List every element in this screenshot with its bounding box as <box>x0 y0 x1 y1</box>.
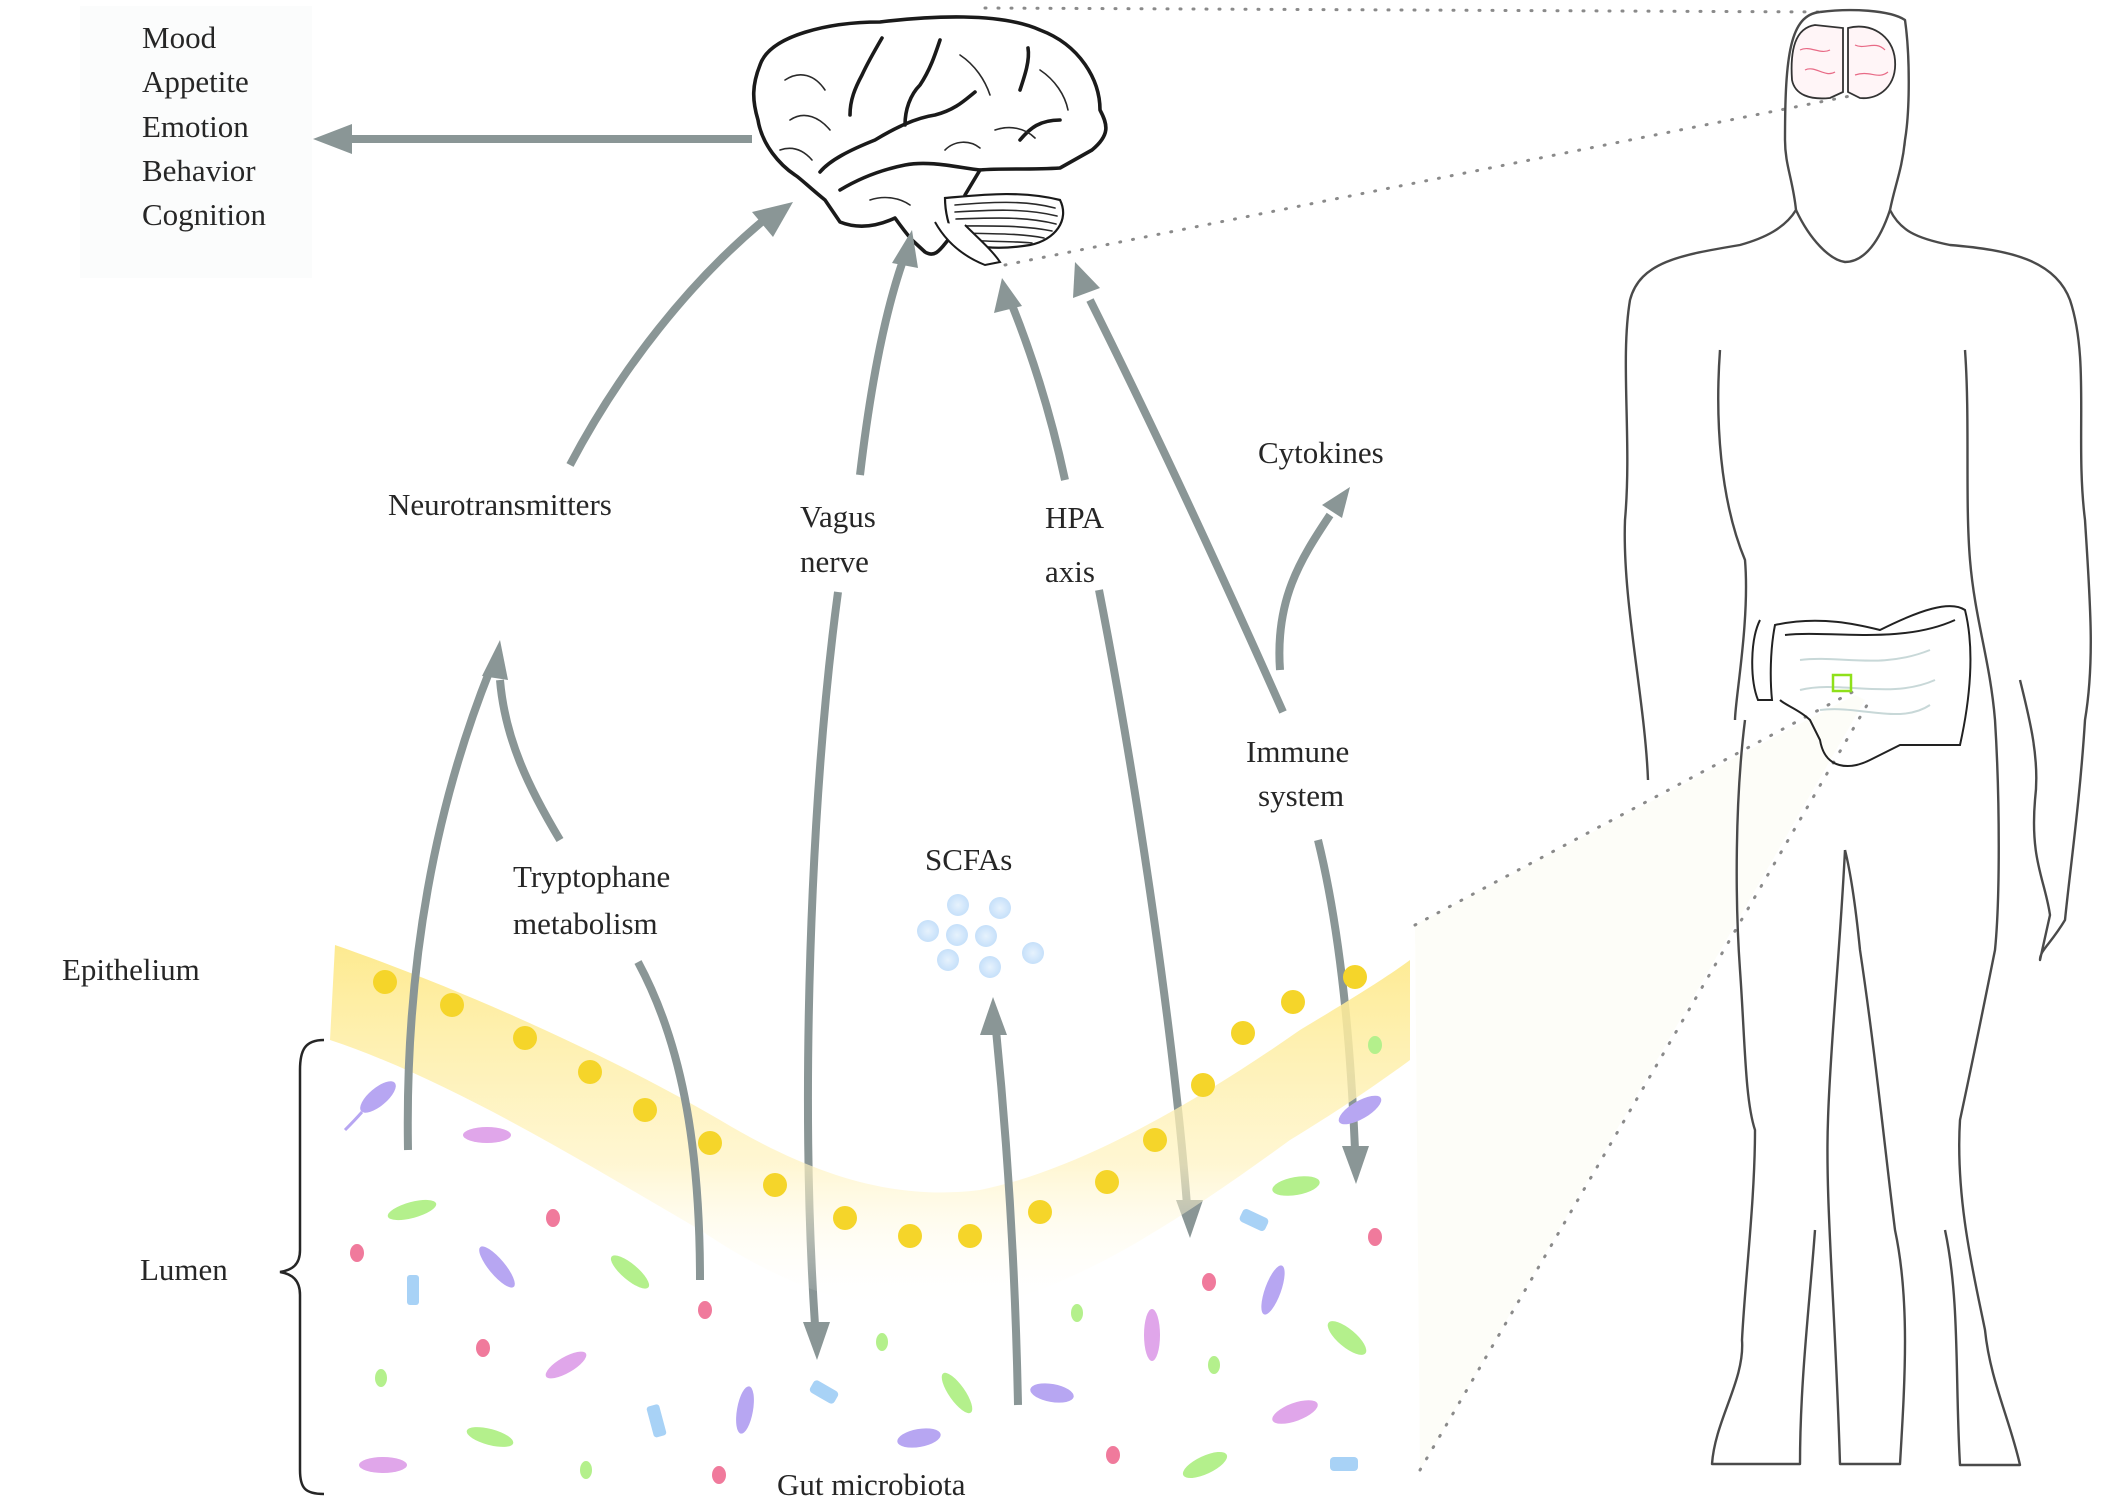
label-vagus-line2: nerve <box>800 544 869 579</box>
microbe <box>646 1404 667 1438</box>
outcome-emotion: Emotion <box>142 109 249 144</box>
microbe <box>1144 1309 1160 1361</box>
cerebellum-folds <box>954 201 1058 244</box>
outcomes-panel: Mood Appetite Emotion Behavior Cognition <box>80 6 312 278</box>
microbe <box>407 1275 419 1305</box>
neurotransmitters-arrow <box>566 202 793 467</box>
microbe <box>387 1199 437 1221</box>
label-tryptophane-line1: Tryptophane <box>513 859 670 894</box>
outcome-behavior: Behavior <box>142 153 256 188</box>
hpa-up-arrow <box>994 278 1069 481</box>
microbe <box>1261 1265 1285 1315</box>
brain-icon <box>751 15 1108 267</box>
microbe <box>1030 1383 1074 1403</box>
human-body-icon <box>1623 8 2092 1467</box>
gut-microbiota <box>343 1036 1382 1484</box>
microbe <box>546 1209 560 1227</box>
label-immune-line1: Immune <box>1246 734 1349 769</box>
microbe <box>1106 1446 1120 1464</box>
microbe <box>350 1244 364 1262</box>
microbe <box>809 1380 839 1404</box>
label-epithelium: Epithelium <box>62 952 200 987</box>
label-neurotransmitters: Neurotransmitters <box>388 487 612 522</box>
microbe <box>466 1427 514 1447</box>
zoom-line-brain-top <box>983 6 1822 14</box>
microbe <box>359 1457 407 1473</box>
label-hpa-line2: axis <box>1045 554 1095 589</box>
microbe <box>1202 1273 1216 1291</box>
brain-to-outcomes-arrow <box>313 124 752 154</box>
vagus-up-arrow <box>856 230 918 476</box>
microbe <box>580 1461 592 1479</box>
microbe <box>476 1339 490 1357</box>
microbe <box>375 1369 387 1387</box>
microbe <box>897 1428 941 1448</box>
microbe <box>712 1466 726 1484</box>
outcomes-panel-background <box>80 6 312 278</box>
microbe <box>1338 1095 1382 1125</box>
tryptophane-lower-arrow <box>634 960 704 1281</box>
head-brain-icon <box>1790 24 1896 100</box>
microbe <box>545 1351 587 1379</box>
microbe <box>1330 1457 1358 1471</box>
label-vagus-line1: Vagus <box>800 499 876 534</box>
neurotransmitters-lower-arrow <box>403 640 508 1151</box>
immune-up-arrow <box>1073 262 1287 714</box>
epithelial-nuclei <box>373 965 1367 1248</box>
microbe <box>1071 1304 1083 1322</box>
outcome-mood: Mood <box>142 20 217 55</box>
label-lumen: Lumen <box>140 1252 228 1287</box>
scfas-arrow <box>980 997 1022 1406</box>
intestine-zoom-beam <box>1413 686 1872 1472</box>
microbe <box>1239 1209 1269 1231</box>
outcome-cognition: Cognition <box>142 197 267 232</box>
label-gut-microbiota: Gut microbiota <box>777 1467 966 1502</box>
microbe <box>1272 1400 1318 1424</box>
cytokines-arrow <box>1275 487 1350 671</box>
scfa-molecules <box>917 894 1044 978</box>
label-hpa-line1: HPA <box>1045 500 1105 535</box>
epithelium-layer <box>330 945 1410 1312</box>
microbe <box>698 1301 712 1319</box>
intestine-highlight-box <box>1831 673 1853 693</box>
microbe <box>1272 1176 1320 1196</box>
label-scfas: SCFAs <box>925 842 1012 877</box>
microbe <box>1208 1356 1220 1374</box>
microbe <box>736 1386 754 1434</box>
microbe <box>1182 1451 1228 1479</box>
tryptophane-arrow <box>496 679 564 843</box>
lumen-brace <box>279 1038 325 1496</box>
label-immune-line2: system <box>1258 778 1344 813</box>
label-tryptophane-line2: metabolism <box>513 906 658 941</box>
microbe <box>610 1255 650 1289</box>
microbe <box>360 1081 396 1113</box>
microbe <box>1368 1036 1382 1054</box>
microbe <box>479 1246 515 1288</box>
intestine-icon <box>1751 605 1972 767</box>
zoom-line-brain-bottom <box>1003 94 1852 267</box>
microbe <box>876 1333 888 1351</box>
microbe <box>463 1127 511 1143</box>
microbe <box>941 1372 973 1414</box>
microbe <box>1368 1228 1382 1246</box>
outcome-appetite: Appetite <box>142 64 249 99</box>
microbe <box>1327 1321 1367 1355</box>
label-cytokines: Cytokines <box>1258 435 1384 470</box>
